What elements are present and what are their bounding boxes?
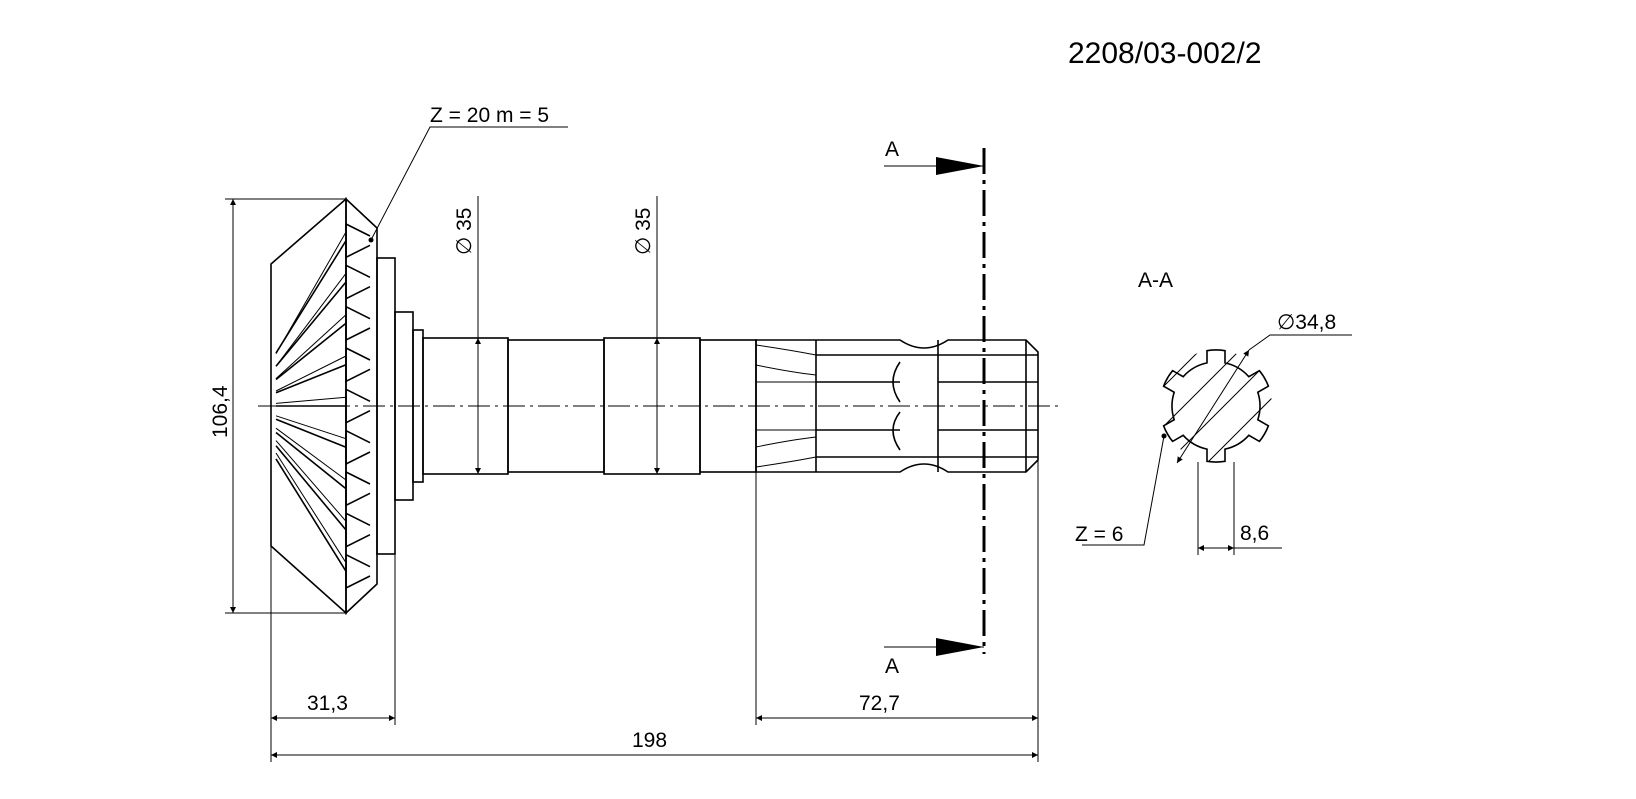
gear-tooth <box>275 347 371 394</box>
gear-tooth <box>275 418 371 466</box>
spline-outer-diameter: ∅34,8 <box>1277 311 1336 334</box>
overall-length-label: 198 <box>632 729 667 752</box>
shaft-diameter-label-1: ∅ 35 <box>453 208 476 256</box>
gear-width-dim: 31,3 <box>270 546 396 725</box>
spline-count-label: Z = 6 <box>1075 523 1123 546</box>
gear-tooth <box>275 445 371 548</box>
gear-spec-label: Z = 20 m = 5 <box>430 104 549 127</box>
section-view: A-A ∅34,8 Z = 6 8,6 <box>1075 269 1352 555</box>
part-number: 2208/03-002/2 <box>1068 37 1262 70</box>
section-mark-bottom: A <box>885 655 899 678</box>
gear-spec-callout: Z = 20 m = 5 <box>368 104 568 243</box>
gear-tooth <box>275 264 371 367</box>
gear-diameter-dim: 106,4 <box>209 198 346 614</box>
shaft-diameter-dim-2: ∅ 35 <box>632 196 660 474</box>
shaft-diameter-dim-1: ∅ 35 <box>453 196 481 474</box>
overall-length-dim: 198 <box>270 725 1038 762</box>
section-view-label: A-A <box>1138 269 1173 292</box>
gear-tooth-edge <box>275 396 347 404</box>
section-mark-top: A <box>885 138 899 161</box>
gear-tooth-edge <box>275 440 347 522</box>
gear-tooth-edge <box>275 355 347 392</box>
spline-width-dim: 8,6 <box>1240 522 1269 545</box>
spline-length-label: 72,7 <box>859 692 900 715</box>
gear-tooth <box>275 305 371 381</box>
gear-tooth-edge <box>275 314 347 379</box>
gear-tooth <box>275 223 371 354</box>
gear-tooth-edge <box>275 272 347 367</box>
gear-tooth-edge <box>275 415 347 440</box>
shaft-diameter-label-2: ∅ 35 <box>632 208 655 256</box>
gear-diameter-label: 106,4 <box>209 385 232 438</box>
spline-length-dim: 72,7 <box>755 460 1039 762</box>
section-cut-line: A A <box>884 138 986 678</box>
gear-tooth-edge <box>275 452 347 563</box>
gear-width-label: 31,3 <box>307 692 348 715</box>
gear-tooth-edge <box>275 231 347 355</box>
gear-tooth-edge <box>275 427 347 481</box>
gear-tooth <box>275 431 371 507</box>
gear-tooth <box>275 458 371 590</box>
